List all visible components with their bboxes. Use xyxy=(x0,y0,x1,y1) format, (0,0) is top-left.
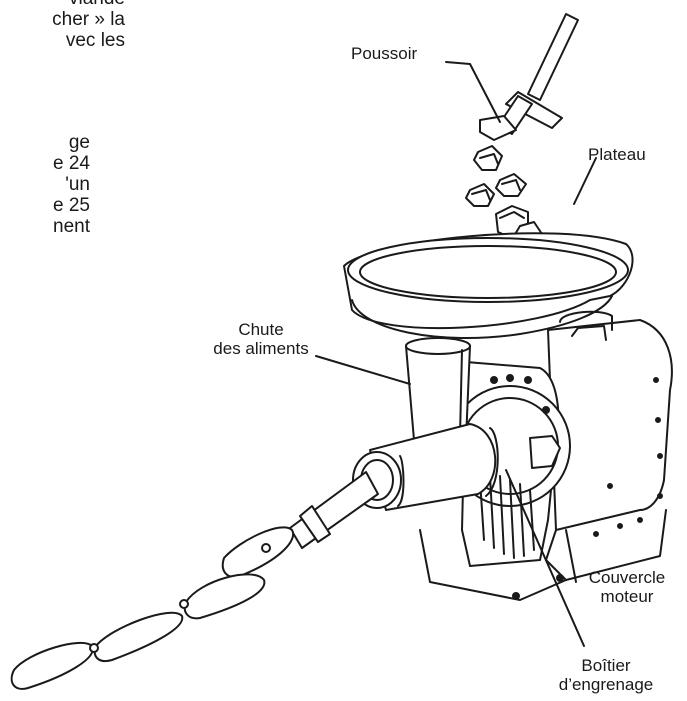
poussoir-leader xyxy=(445,61,501,123)
label-chute: Chute des aliments xyxy=(196,320,326,358)
sausages-drawing xyxy=(10,526,295,690)
leader-lines xyxy=(315,61,597,647)
plateau-leader xyxy=(573,157,597,205)
motor-cover-drawing xyxy=(419,310,673,601)
label-chute-line2: des aliments xyxy=(213,339,309,358)
boitier-leader xyxy=(505,469,585,647)
pusher-drawing xyxy=(479,13,579,141)
text-line: e 24 xyxy=(53,153,90,174)
text-line: nent xyxy=(53,216,90,237)
label-couvercle: Couvercle moteur xyxy=(572,568,682,606)
label-couvercle-line1: Couvercle xyxy=(588,568,666,587)
label-boitier-line2: d’engrenage xyxy=(558,675,654,694)
label-boitier-line1: Boîtier xyxy=(581,656,631,675)
stuffing-tube-drawing xyxy=(289,471,379,549)
text-line: ge xyxy=(68,132,90,153)
label-plateau: Plateau xyxy=(588,145,646,164)
tray-drawing xyxy=(343,232,634,339)
label-chute-line1: Chute xyxy=(238,320,284,339)
page-text-fragment-2: ge e 24 'un e 25 nent xyxy=(0,132,90,237)
text-line: viande xyxy=(0,0,125,9)
chute-leader xyxy=(315,355,411,385)
text-line: e 25 xyxy=(53,195,90,216)
label-poussoir: Poussoir xyxy=(351,44,418,63)
text-line: vec les xyxy=(65,30,125,51)
page-text-fragment: viande cher » la vec les xyxy=(0,0,125,51)
text-line: cher » la xyxy=(52,9,125,30)
label-boitier: Boîtier d’engrenage xyxy=(536,656,676,694)
couvercle-leader xyxy=(565,529,577,583)
text-line: 'un xyxy=(65,174,90,195)
label-couvercle-line2: moteur xyxy=(600,587,654,606)
